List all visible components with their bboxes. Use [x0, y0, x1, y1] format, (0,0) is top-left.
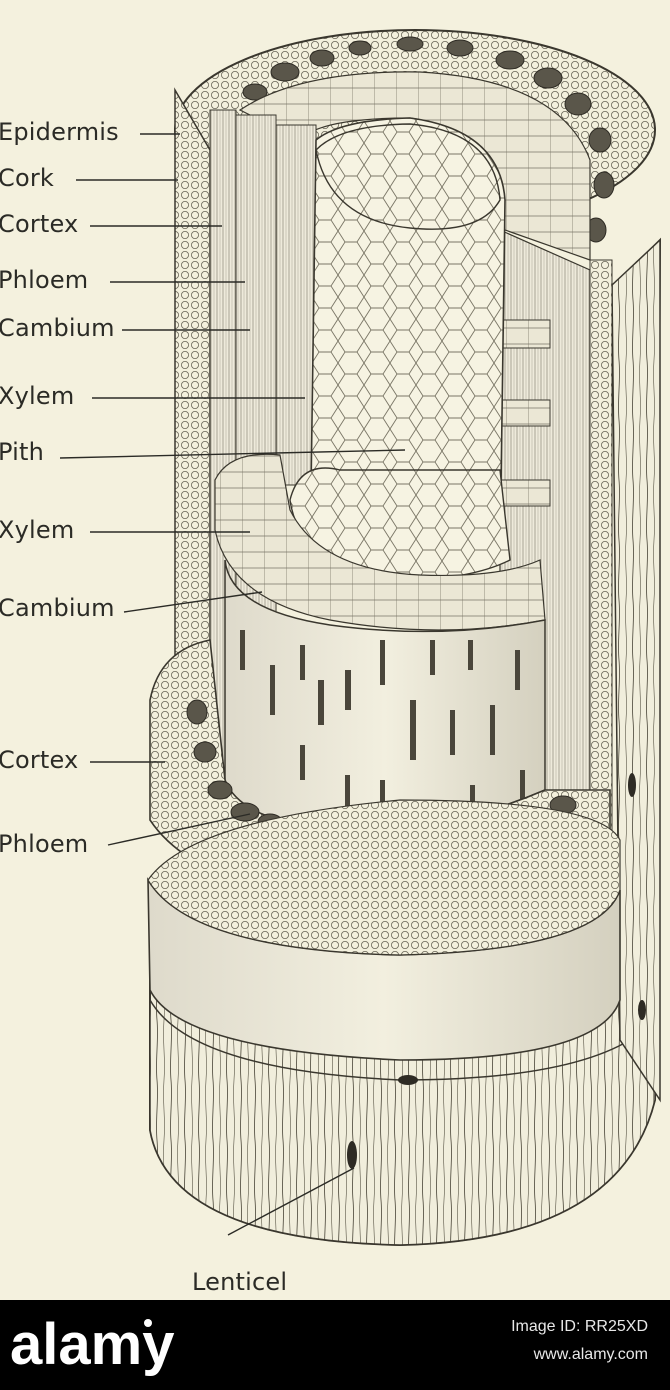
label-xylem-bottom: Xylem — [0, 516, 75, 544]
watermark-strip — [0, 1300, 670, 1390]
site-url-text: www.alamy.com — [533, 1346, 648, 1363]
label-cortex-bottom: Cortex — [0, 746, 79, 774]
image-id-text: Image ID: RR25XD — [511, 1318, 648, 1335]
label-cortex-top: Cortex — [0, 210, 79, 238]
label-pith: Pith — [0, 438, 45, 466]
label-phloem-bottom: Phloem — [0, 830, 89, 858]
label-cambium-bottom: Cambium — [0, 594, 115, 622]
label-cambium-top: Cambium — [0, 314, 115, 342]
label-cork: Cork — [0, 164, 55, 192]
stem-illustration — [59, 29, 662, 1247]
label-phloem-top: Phloem — [0, 266, 89, 294]
label-xylem-top: Xylem — [0, 382, 75, 410]
label-epidermis: Epidermis — [0, 118, 119, 146]
stem-diagram: Epidermis Cork Cortex Phloem Cambium Xyl… — [0, 29, 662, 1296]
alamy-logo: alamy — [10, 1312, 174, 1377]
label-lenticel: Lenticel — [192, 1268, 288, 1296]
